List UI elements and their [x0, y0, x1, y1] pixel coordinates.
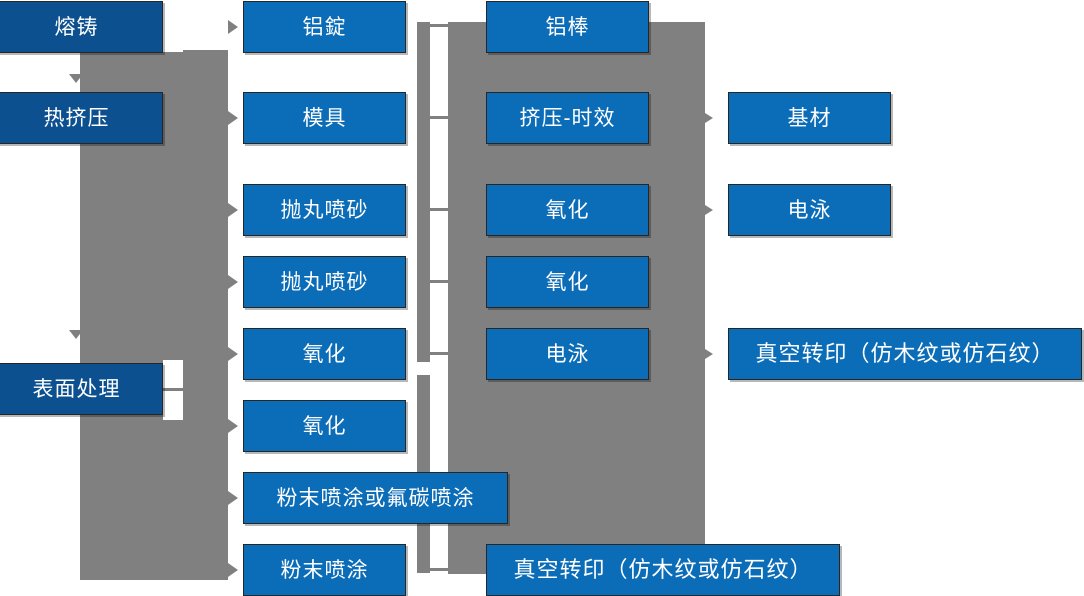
connector-arrow-down-2 — [69, 330, 83, 339]
connector-tick-6 — [430, 568, 452, 571]
stage-box-label: 热挤压 — [43, 106, 110, 130]
stage-box-label: 熔铸 — [54, 15, 99, 39]
input-box-shot-blasting-2[interactable]: 抛丸喷砂 — [243, 256, 406, 308]
connector-tick-5 — [430, 352, 452, 355]
process-box-electrophoresis[interactable]: 电泳 — [486, 328, 649, 380]
connector-arrow-to-input-2 — [228, 111, 238, 125]
connector-tick-3 — [430, 208, 452, 211]
output-box-vacuum-transfer-printing[interactable]: 真空转印（仿木纹或仿石纹） — [728, 328, 1082, 380]
input-box-label: 粉末喷涂 — [280, 558, 369, 582]
process-box-oxidation-1[interactable]: 氧化 — [486, 184, 649, 236]
input-box-label: 铝錠 — [302, 15, 347, 39]
input-box-powder-coating[interactable]: 粉末喷涂 — [243, 544, 406, 596]
process-box-extrusion-aging[interactable]: 挤压-时效 — [486, 92, 649, 144]
stage-box-label: 表面处理 — [32, 377, 121, 401]
connector-arrow-to-input-6 — [228, 419, 238, 433]
input-box-label: 氧化 — [302, 342, 347, 366]
input-box-label: 抛丸喷砂 — [280, 198, 369, 222]
output-box-substrate[interactable]: 基材 — [728, 92, 891, 144]
process-box-aluminum-bar[interactable]: 铝棒 — [486, 1, 649, 53]
connector-tick-4 — [430, 280, 452, 283]
output-box-label: 真空转印（仿木纹或仿石纹） — [755, 341, 1055, 366]
input-box-mold[interactable]: 模具 — [243, 92, 406, 144]
output-box-label: 电泳 — [787, 198, 832, 222]
connector-notch-top — [163, 0, 183, 52]
connector-arrow-down-1 — [69, 74, 83, 83]
connector-arrow-to-output-3 — [705, 349, 713, 359]
input-box-shot-blasting-1[interactable]: 抛丸喷砂 — [243, 184, 406, 236]
stage-box-melting-casting[interactable]: 熔铸 — [0, 1, 163, 53]
input-box-label: 模具 — [302, 106, 347, 130]
connector-tick-2 — [430, 116, 452, 119]
output-box-electrophoresis[interactable]: 电泳 — [728, 184, 891, 236]
process-box-label: 电泳 — [545, 342, 590, 366]
process-box-vacuum-transfer-printing[interactable]: 真空转印（仿木纹或仿石纹） — [486, 544, 840, 596]
input-box-label: 氧化 — [302, 414, 347, 438]
stage-box-surface-treatment[interactable]: 表面处理 — [0, 363, 163, 415]
input-box-oxidation-1[interactable]: 氧化 — [243, 328, 406, 380]
connector-rail-upper — [417, 22, 430, 362]
stage-box-hot-extrusion[interactable]: 热挤压 — [0, 92, 163, 144]
input-box-aluminum-ingot[interactable]: 铝錠 — [243, 1, 406, 53]
process-box-label: 氧化 — [545, 270, 590, 294]
process-box-label: 氧化 — [545, 198, 590, 222]
process-box-label: 铝棒 — [545, 15, 590, 39]
output-box-label: 基材 — [787, 106, 832, 130]
process-box-label: 真空转印（仿木纹或仿石纹） — [513, 557, 813, 582]
connector-arrow-to-input-5 — [228, 347, 238, 361]
connector-arrow-to-output-1 — [705, 113, 713, 123]
connector-stub-stage-3 — [163, 388, 193, 391]
process-box-oxidation-2[interactable]: 氧化 — [486, 256, 649, 308]
input-box-powder-or-fluorocarbon-coating[interactable]: 粉末喷涂或氟碳喷涂 — [243, 472, 508, 524]
process-box-label: 挤压-时效 — [519, 106, 616, 130]
connector-arrow-to-input-1 — [228, 20, 238, 34]
connector-arrow-to-output-2 — [705, 205, 713, 215]
connector-tick-1 — [430, 24, 452, 27]
input-box-label: 抛丸喷砂 — [280, 270, 369, 294]
input-box-label: 粉末喷涂或氟碳喷涂 — [276, 486, 475, 510]
connector-arrow-to-input-8 — [228, 563, 238, 577]
connector-arrow-to-input-3 — [228, 203, 238, 217]
connector-arrow-to-input-4 — [228, 275, 238, 289]
input-box-oxidation-2[interactable]: 氧化 — [243, 400, 406, 452]
connector-arrow-to-input-7 — [228, 491, 238, 505]
